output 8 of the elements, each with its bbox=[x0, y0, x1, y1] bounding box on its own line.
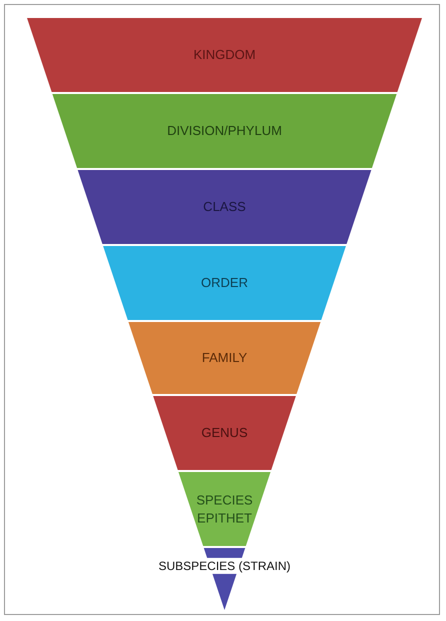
rank-label: SPECIES EPITHET bbox=[195, 491, 254, 527]
rank-label: FAMILY bbox=[202, 349, 248, 367]
rank-label: KINGDOM bbox=[193, 46, 256, 64]
rank-label: DIVISION/PHYLUM bbox=[167, 122, 282, 140]
rank-label: ORDER bbox=[201, 274, 248, 292]
rank-label: CLASS bbox=[203, 198, 246, 216]
rank-label: SUBSPECIES (STRAIN) bbox=[156, 558, 293, 574]
rank-label: GENUS bbox=[201, 424, 248, 442]
